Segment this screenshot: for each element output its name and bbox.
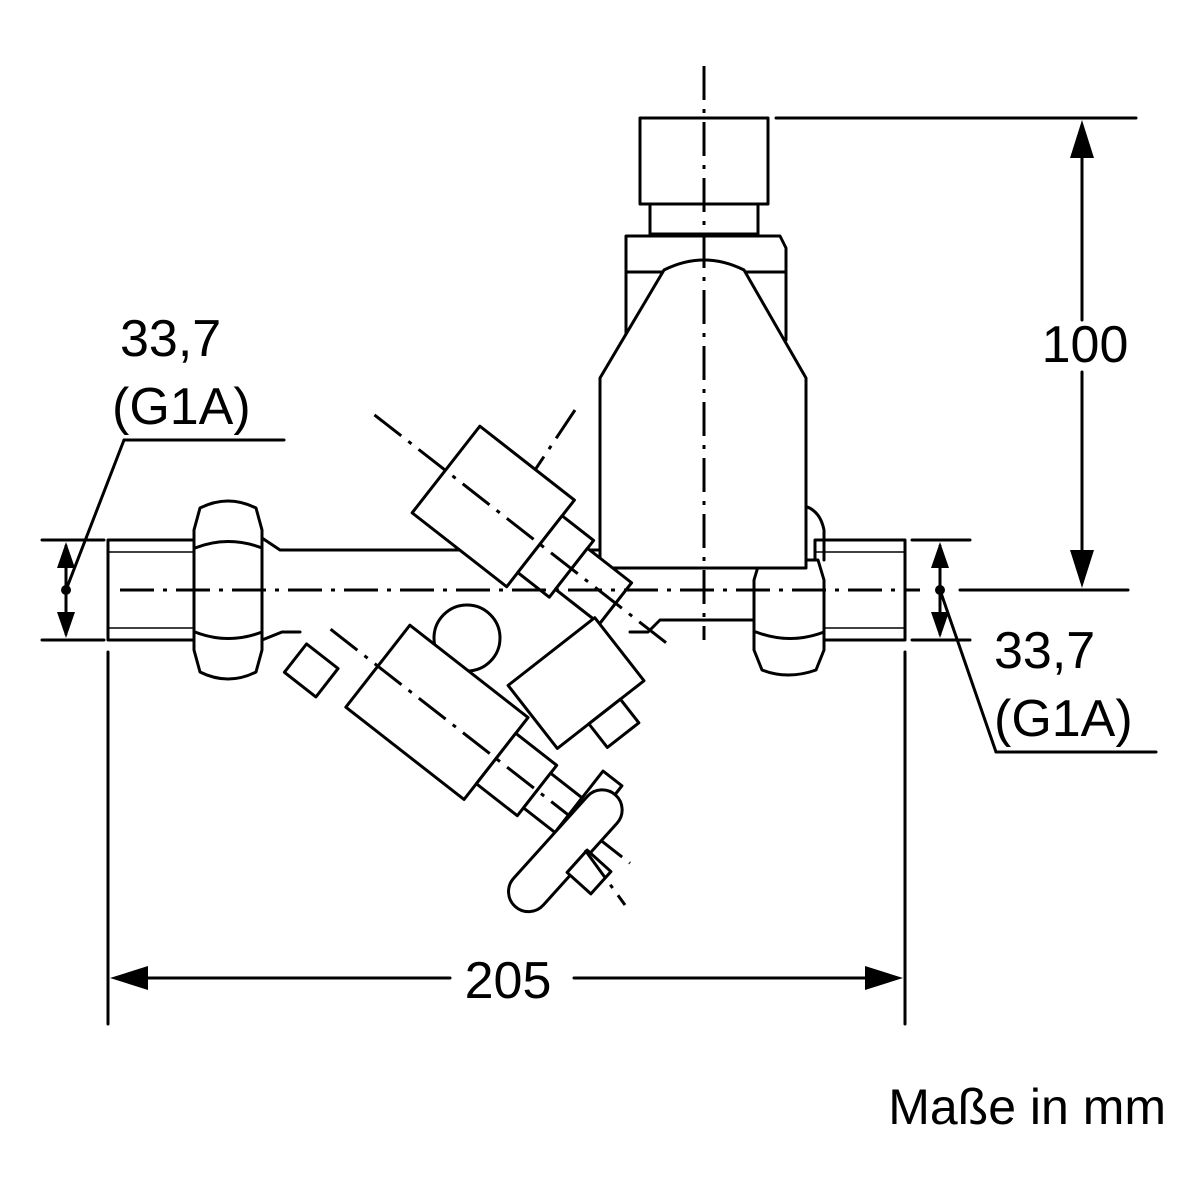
dimension-width: 205 [106,650,907,1026]
handle-stem [565,848,613,896]
left-thread-value: (G1A) [112,378,251,436]
diagonal-centerline-a [533,409,577,471]
width-value: 205 [465,952,552,1010]
units-note: Maße in mm [888,1079,1166,1135]
diagonal-centerline-b [583,849,627,906]
upper-diagonal-branch [373,413,667,644]
drain-fitting [282,642,340,699]
left-diameter-value: 33,7 [120,310,221,368]
right-thread-value: (G1A) [994,690,1133,748]
right-diameter-value: 33,7 [994,622,1095,680]
dimension-height: 100 [774,116,1138,592]
dimension-right-diameter: 33,7 (G1A) [910,538,1158,754]
dimension-left-diameter: 33,7 (G1A) [40,310,286,642]
left-hex-nut [192,499,264,681]
height-value: 100 [1042,316,1129,374]
side-fitting [506,616,646,750]
